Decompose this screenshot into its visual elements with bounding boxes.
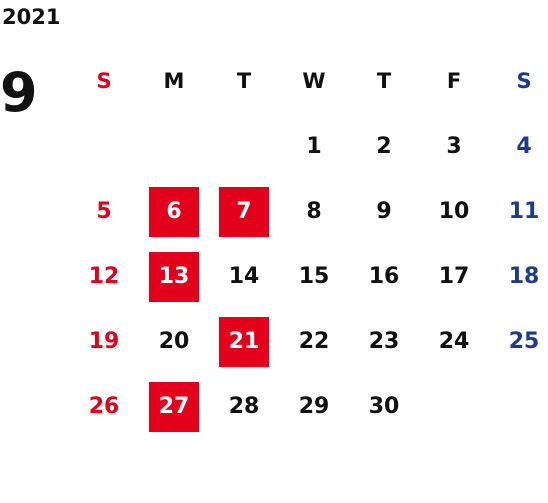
highlighted-day: 7 [219,186,269,237]
day-cell: 11 [489,179,548,244]
weekday-saturday: S [516,68,532,93]
day-cell: 5 [69,179,139,244]
day-number: 1 [306,134,322,159]
day-number: 4 [516,134,532,159]
day-number: 9 [376,199,392,224]
day-cell [139,114,209,179]
day-cell: 3 [419,114,489,179]
day-cell: 18 [489,244,548,309]
day-number: 19 [88,329,120,354]
weekday-friday: F [446,68,462,93]
day-number: 11 [508,199,540,224]
day-cell: 17 [419,244,489,309]
day-cell: 30 [349,374,419,439]
day-number: 17 [438,264,470,289]
day-cell: 20 [139,309,209,374]
weekday-monday: M [163,68,185,93]
calendar-grid: S M T W T F S 1 2 3 4 5 6 7 8 9 10 11 12… [69,47,548,439]
day-cell: 27 [139,374,209,439]
day-cell: 22 [279,309,349,374]
day-number: 12 [88,264,120,289]
day-cell: 29 [279,374,349,439]
day-number: 16 [368,264,400,289]
weekday-sunday: S [96,68,112,93]
day-cell: 2 [349,114,419,179]
day-cell: 21 [209,309,279,374]
day-number [149,122,199,172]
day-number [219,122,269,172]
calendar-month: 9 [0,61,38,124]
weekday-wednesday: W [302,68,326,93]
day-cell: 26 [69,374,139,439]
day-cell: 10 [419,179,489,244]
day-cell: 8 [279,179,349,244]
day-cell: 16 [349,244,419,309]
weekday-thursday: T [376,68,392,93]
day-number: 18 [508,264,540,289]
day-number: 23 [368,329,400,354]
highlighted-day: 6 [149,186,199,237]
day-number: 26 [88,394,120,419]
day-cell: 9 [349,179,419,244]
day-number [79,122,129,172]
highlighted-day: 21 [219,316,269,367]
day-number: 30 [368,394,400,419]
day-number: 14 [228,264,260,289]
day-cell: 15 [279,244,349,309]
day-cell: 12 [69,244,139,309]
day-cell [209,114,279,179]
day-number: 24 [438,329,470,354]
day-cell: 24 [419,309,489,374]
day-cell: 28 [209,374,279,439]
day-cell: 1 [279,114,349,179]
day-number: 3 [446,134,462,159]
day-number: 5 [96,199,112,224]
calendar-year: 2021 [2,5,61,29]
day-number: 10 [438,199,470,224]
day-number: 20 [158,329,190,354]
day-cell: 7 [209,179,279,244]
day-number: 2 [376,134,392,159]
weekday-tuesday: T [236,68,252,93]
day-cell: 23 [349,309,419,374]
day-number: 25 [508,329,540,354]
day-cell: 6 [139,179,209,244]
highlighted-day: 13 [149,251,199,302]
day-number: 29 [298,394,330,419]
day-cell: 19 [69,309,139,374]
day-cell: 14 [209,244,279,309]
day-cell: 25 [489,309,548,374]
day-cell [489,374,548,439]
day-number: 8 [306,199,322,224]
day-cell: 13 [139,244,209,309]
day-number [499,382,548,432]
day-cell [419,374,489,439]
day-number: 28 [228,394,260,419]
day-number: 15 [298,264,330,289]
day-number [429,382,479,432]
day-cell: 4 [489,114,548,179]
day-number: 22 [298,329,330,354]
day-cell [69,114,139,179]
highlighted-day: 27 [149,381,199,432]
